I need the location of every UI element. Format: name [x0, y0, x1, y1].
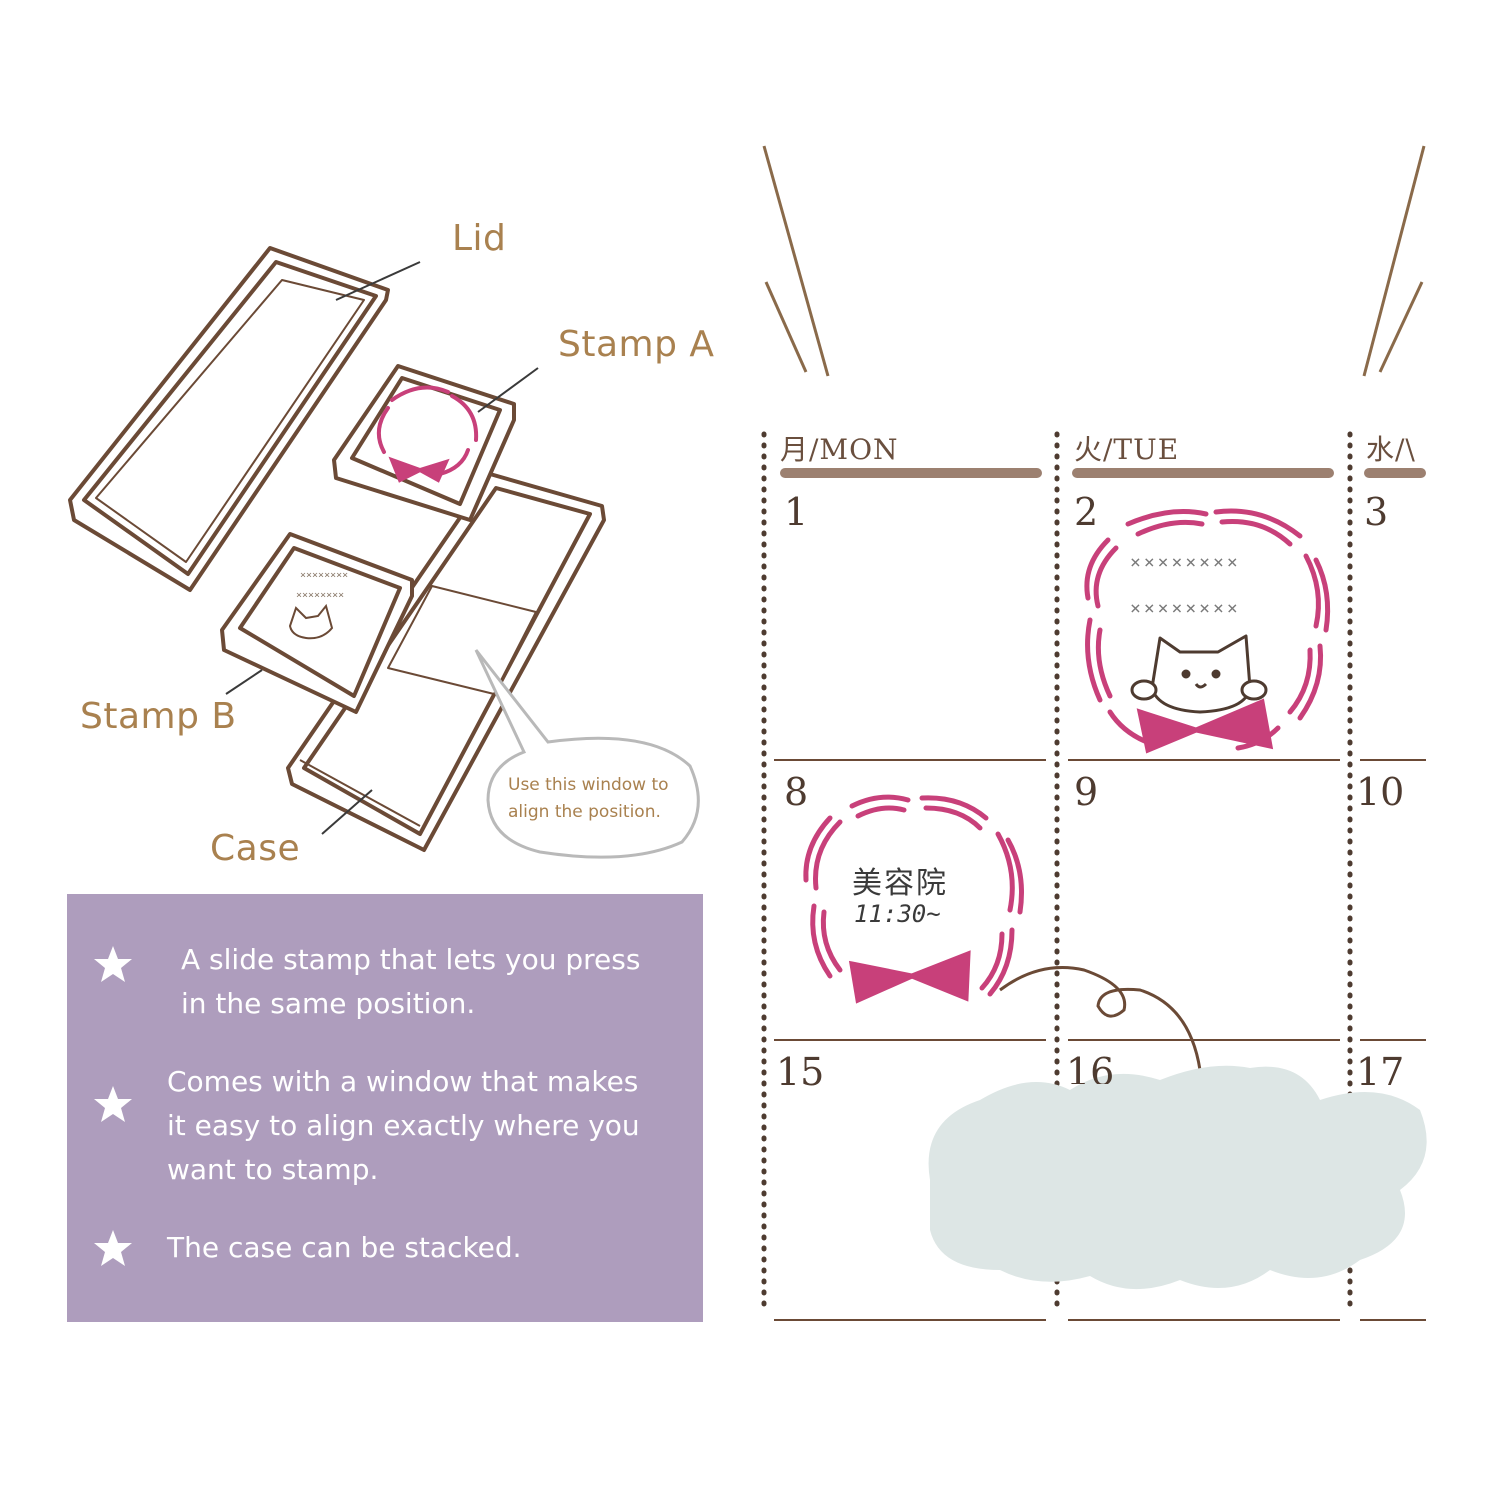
cat-wreath-stamp [1084, 508, 1331, 754]
svg-text:××××××××: ×××××××× [296, 590, 344, 601]
day-header-mon: 月/MON [780, 433, 899, 466]
cat-face [1130, 634, 1268, 714]
star-icon [94, 946, 132, 982]
day-header-wed: 水/\ [1366, 433, 1416, 466]
svg-text:××××××××: ×××××××× [300, 570, 348, 581]
star-icon [94, 1230, 132, 1266]
memo-place: 美容院 [852, 866, 948, 901]
memo-wreath-stamp [803, 794, 1024, 1004]
case-part [286, 472, 606, 852]
date-number: 3 [1364, 490, 1389, 534]
star-icon [94, 1086, 132, 1122]
string-loop [999, 966, 1202, 1071]
feature-item: Comes with a window that makes it easy t… [167, 1065, 640, 1186]
cloud-shape [928, 1065, 1427, 1290]
feature-item: The case can be stacked. [167, 1231, 522, 1264]
lid-part [68, 246, 390, 592]
stamp-case-diagram: ×××××××× ×××××××× [68, 246, 700, 859]
stamp-b-face: ×××××××× ×××××××× [288, 570, 348, 640]
stamp-cross-row: ×××××××× [1130, 598, 1241, 619]
features-panel: A slide stamp that lets you press in the… [67, 894, 703, 1322]
hanging-strings [762, 145, 1426, 377]
bubble-line: Use this window to [508, 775, 669, 795]
bubble-line: align the position. [508, 802, 661, 822]
stamp-b-label: Stamp B [80, 696, 237, 737]
lid-label: Lid [452, 218, 507, 259]
stamp-a-label: Stamp A [558, 324, 715, 365]
date-number: 2 [1074, 490, 1099, 534]
date-number: 10 [1356, 770, 1405, 814]
speech-bubble [474, 649, 700, 859]
feature-item: A slide stamp that lets you press in the… [181, 943, 641, 1020]
date-number: 16 [1066, 1050, 1115, 1084]
column-dividers [761, 431, 1353, 1313]
case-label: Case [210, 828, 301, 869]
day-header-tue: 火/TUE [1074, 433, 1180, 466]
stamp-a-wreath [376, 385, 479, 483]
date-number: 17 [1356, 1050, 1405, 1094]
stamp-cross-row: ×××××××× [1130, 552, 1241, 573]
header-bars [780, 468, 1426, 478]
bubble-text: Use this window to align the position. [508, 772, 698, 826]
stamp-a-part [332, 364, 516, 522]
date-number: 8 [784, 770, 809, 814]
date-number: 15 [776, 1050, 825, 1094]
date-number: 1 [784, 490, 809, 534]
date-number: 9 [1074, 770, 1099, 814]
memo-time: 11:30~ [854, 900, 941, 928]
row-lines [774, 759, 1426, 1321]
